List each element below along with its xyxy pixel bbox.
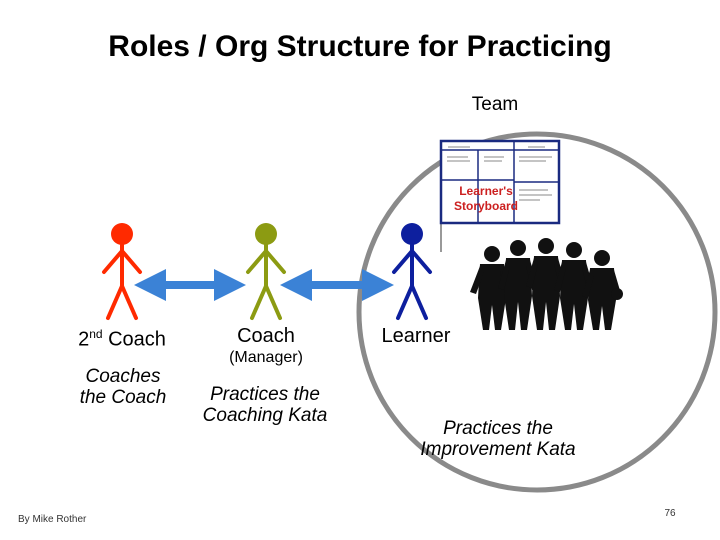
storyboard-icon [439, 139, 561, 252]
learner-desc-line1: Practices the [443, 418, 553, 439]
learner-description: Practices the Improvement Kata [400, 418, 596, 460]
second-coach-superscript: nd [89, 327, 103, 341]
learner-label: Learner [381, 325, 451, 347]
page-title: Roles / Org Structure for Practicing [108, 30, 612, 63]
learner-figure [392, 223, 432, 320]
team-silhouettes [470, 238, 623, 330]
second-coach-suffix: Coach [102, 328, 166, 351]
coach-figure [246, 223, 286, 320]
second-coach-figure [102, 223, 142, 320]
page-number: 76 [664, 508, 676, 519]
second-coach-description: Coaches the Coach [60, 366, 186, 408]
coach-sublabel: (Manager) [229, 349, 303, 366]
author-credit: By Mike Rother [18, 514, 87, 525]
coach-desc-line2: Coaching Kata [202, 405, 328, 426]
second-coach-desc-line2: the Coach [79, 387, 167, 408]
storyboard-label: Learner's Storyboard [440, 184, 532, 214]
second-coach-desc-line1: Coaches [85, 366, 161, 387]
coach-desc-line1: Practices the [210, 384, 320, 405]
storyboard-label-line2: Storyboard [453, 199, 518, 213]
learner-desc-line2: Improvement Kata [420, 439, 576, 460]
second-coach-prefix: 2 [78, 328, 90, 351]
team-label: Team [471, 94, 519, 115]
team-circle [356, 131, 718, 493]
coach-label: Coach [237, 325, 295, 347]
storyboard-label-line1: Learner's [459, 184, 513, 198]
second-coach-label: 2nd Coach [62, 327, 182, 352]
coach-description: Practices the Coaching Kata [190, 384, 340, 426]
